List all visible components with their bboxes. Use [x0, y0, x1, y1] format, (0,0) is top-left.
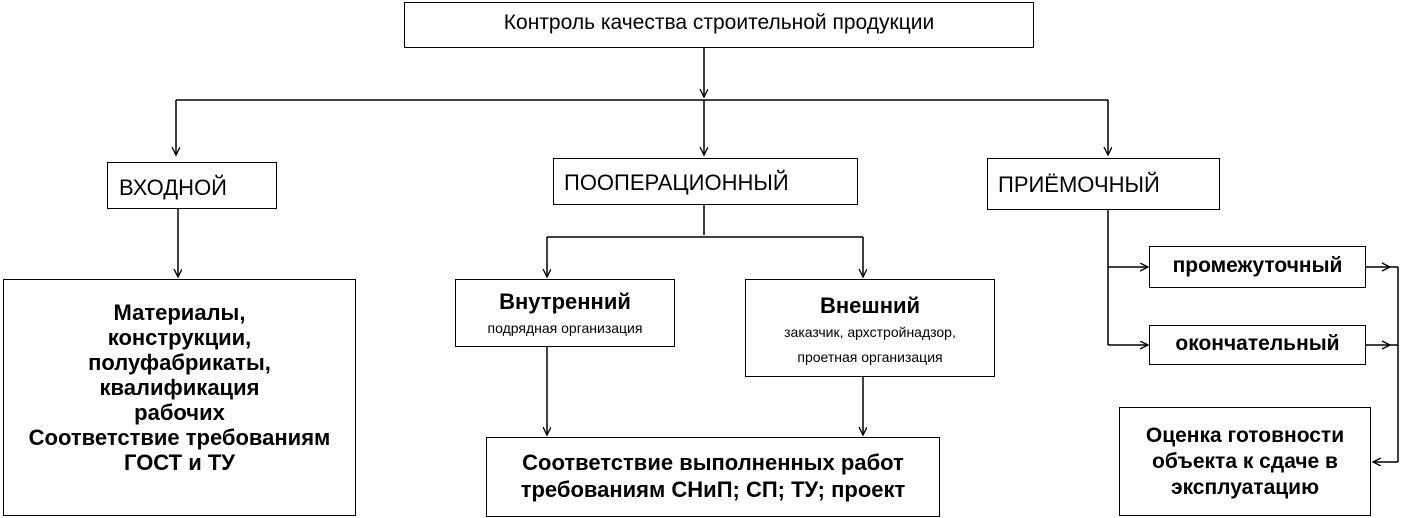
operational-result-line-1: Соответствие выполненных работ [522, 450, 904, 475]
readiness-line-1: Оценка готовности [1145, 424, 1345, 447]
input-line-5: рабочих [134, 400, 225, 425]
input-line-2: конструкции, [107, 325, 252, 350]
input-line-1: Материалы, [113, 300, 246, 325]
external-title: Внешний [819, 293, 921, 318]
input-node: ВХОДНОЙ [107, 162, 277, 209]
input-title: ВХОДНОЙ [119, 175, 227, 200]
root-node: Контроль качества строительной продукции [404, 2, 1034, 48]
intermediate-label: промежуточный [1172, 254, 1343, 277]
input-line-3: полуфабрикаты, [88, 350, 271, 375]
readiness-node: Оценка готовности объекта к сдаче в эксп… [1119, 407, 1371, 516]
external-node: Внешний заказчик, архстройнадзор, проетн… [745, 279, 995, 377]
internal-node: Внутренний подрядная организация [455, 279, 675, 347]
final-label: окончательный [1175, 332, 1340, 355]
operational-result-node: Соответствие выполненных работ требовани… [486, 437, 940, 517]
acceptance-node: ПРИЁМОЧНЫЙ [987, 158, 1220, 210]
arrow-tip-intermediate-out [1381, 262, 1392, 272]
readiness-line-2: объекта к сдаче в [1152, 450, 1338, 473]
input-line-7: ГОСТ и ТУ [124, 450, 235, 475]
external-subtitle-2: проетная организация [797, 349, 943, 365]
internal-title: Внутренний [499, 289, 631, 314]
input-details-node: Материалы, конструкции, полуфабрикаты, к… [3, 279, 356, 516]
intermediate-node: промежуточный [1149, 246, 1366, 288]
acceptance-title: ПРИЁМОЧНЫЙ [998, 172, 1160, 197]
input-line-4: квалификация [99, 375, 260, 400]
arrow-tip-final-out [1381, 340, 1392, 350]
external-subtitle-1: заказчик, архстройнадзор, [784, 324, 956, 340]
input-line-6: Соответствие требованиям [28, 425, 331, 450]
root-title: Контроль качества строительной продукции [503, 11, 935, 34]
internal-subtitle: подрядная организация [487, 320, 643, 336]
final-node: окончательный [1149, 325, 1366, 365]
operational-result-line-2: требованиям СНиП; СП; ТУ; проект [520, 477, 906, 502]
operational-title: ПООПЕРАЦИОННЫЙ [564, 170, 789, 195]
operational-node: ПООПЕРАЦИОННЫЙ [553, 158, 858, 205]
readiness-line-3: эксплуатацию [1170, 476, 1320, 499]
